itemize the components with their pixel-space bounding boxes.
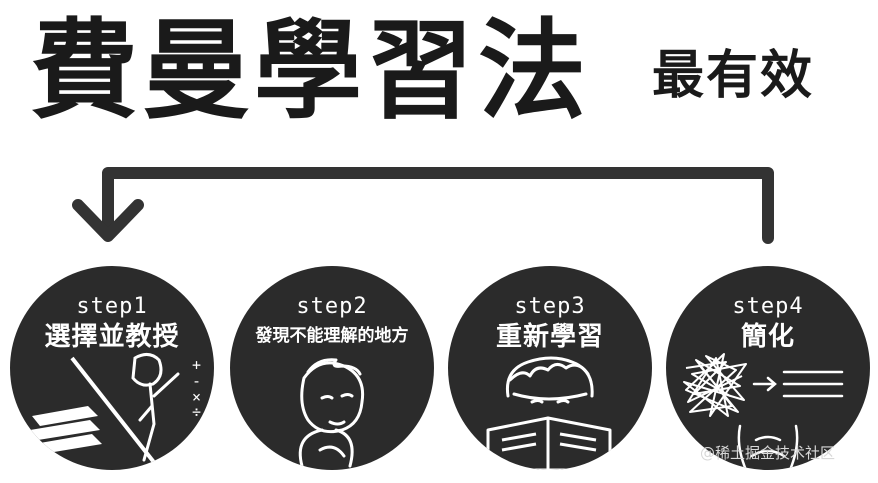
step-4-name: 簡化	[740, 322, 795, 352]
step-4-number: step4	[732, 294, 804, 319]
watermark: @稀土掘金技术社区	[700, 444, 836, 462]
step-1-number: step1	[76, 294, 148, 319]
step-1-circle: step1 選擇並教授 + - × ÷	[10, 266, 214, 470]
page-title: 費曼學習法	[30, 9, 591, 134]
step-3-name: 重新學習	[495, 322, 604, 352]
step-3-number: step3	[514, 294, 586, 319]
step-2-number: step2	[296, 294, 368, 319]
step-1-name: 選擇並教授	[44, 322, 180, 352]
title-row: 費曼學習法 最有效	[0, 0, 878, 150]
math-symbols: + - × ÷	[192, 356, 202, 422]
step-2-circle: step2 發現不能理解的地方	[230, 266, 434, 470]
teacher-pointing-icon	[30, 353, 180, 470]
reading-person-icon	[486, 356, 612, 470]
tangle-to-lines-icon	[683, 353, 844, 470]
thinking-person-icon	[298, 358, 365, 468]
step-2-name: 發現不能理解的地方	[255, 326, 409, 346]
step-4-circle: step4 簡化	[666, 266, 870, 470]
page-subtitle: 最有效	[652, 46, 815, 106]
step-3-circle: step3 重新學習	[448, 266, 652, 470]
